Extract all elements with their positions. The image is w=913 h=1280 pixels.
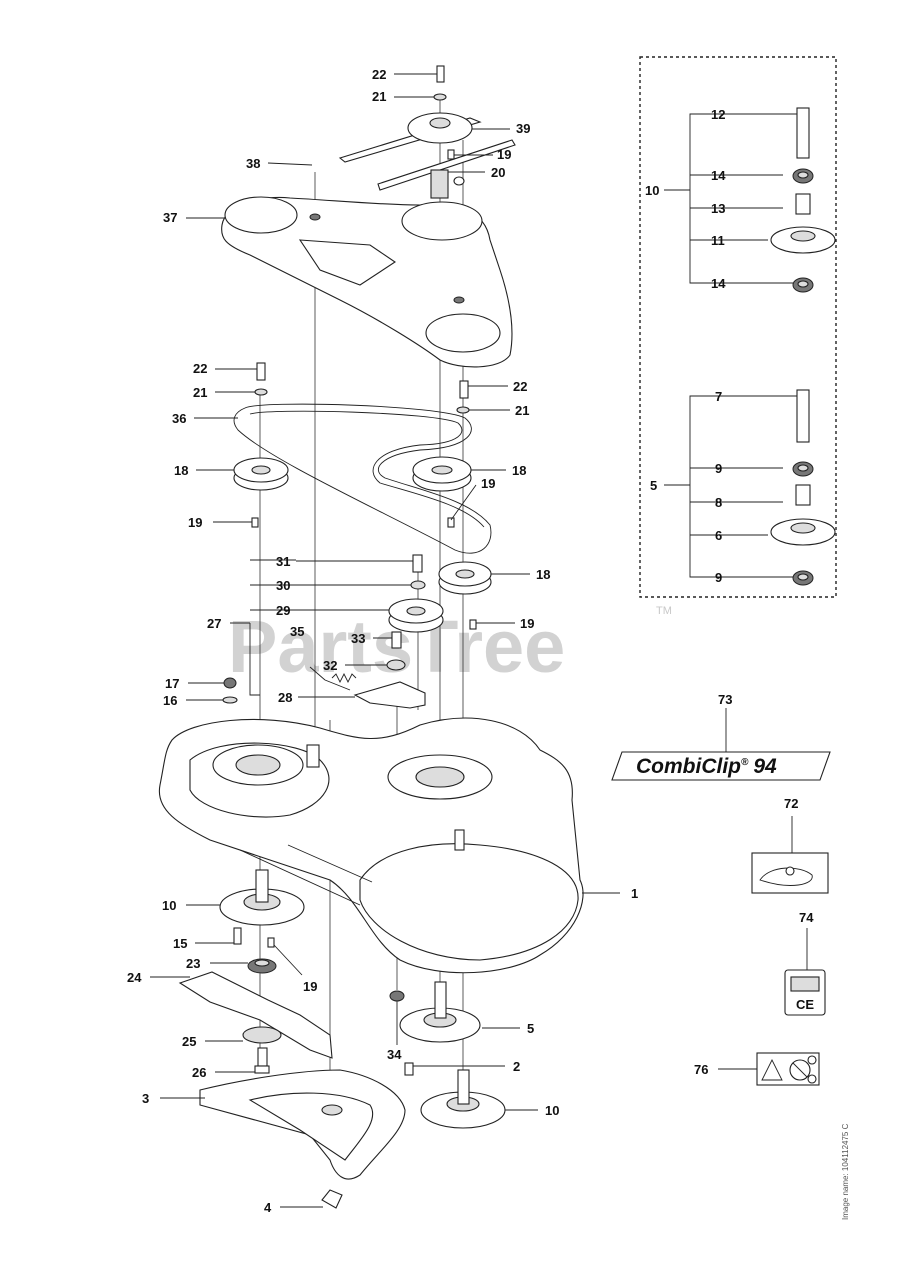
callout-29: 29	[276, 603, 290, 618]
callout-18: 18	[512, 463, 526, 478]
callout-16: 16	[163, 693, 177, 708]
callout-19: 19	[497, 147, 511, 162]
spindle-kit-10	[664, 107, 836, 293]
callout-36: 36	[172, 411, 186, 426]
callout-18: 18	[174, 463, 188, 478]
image-id: Image name: 104112475 C	[841, 1123, 850, 1220]
callout-5: 5	[650, 478, 657, 493]
top-pulley-assembly	[338, 65, 516, 199]
decal-reg: ®	[741, 757, 749, 768]
callout-72: 72	[784, 796, 798, 811]
callout-25: 25	[182, 1034, 196, 1049]
callout-35: 35	[290, 624, 304, 639]
callout-4: 4	[264, 1200, 272, 1215]
callout-32: 32	[323, 658, 337, 673]
callout-2: 2	[513, 1059, 520, 1074]
decal-warning	[756, 1052, 820, 1086]
callout-39: 39	[516, 121, 530, 136]
belt-cover	[221, 196, 513, 368]
callout-27: 27	[207, 616, 221, 631]
mower-deck	[158, 717, 584, 974]
callout-20: 20	[491, 165, 505, 180]
callout-73: 73	[718, 692, 732, 707]
spindle-kit-5	[664, 389, 836, 586]
callout-19: 19	[303, 979, 317, 994]
callout-9: 9	[715, 570, 722, 585]
callout-labels: 22 21 39 38 19 20 37 22 21 22 21 36 18 1…	[127, 67, 814, 1215]
callout-10: 10	[162, 898, 176, 913]
callout-14: 14	[711, 168, 726, 183]
callout-26: 26	[192, 1065, 206, 1080]
callout-12: 12	[711, 107, 725, 122]
callout-10: 10	[645, 183, 659, 198]
callout-22: 22	[372, 67, 386, 82]
callout-1: 1	[631, 886, 638, 901]
decal-number: 94	[753, 755, 777, 778]
callout-28: 28	[278, 690, 292, 705]
leader-lines	[150, 73, 757, 1208]
nut-and-washer	[222, 677, 238, 704]
callout-74: 74	[799, 910, 814, 925]
callout-3: 3	[142, 1091, 149, 1106]
callout-8: 8	[715, 495, 722, 510]
decal-belt-routing	[751, 816, 829, 894]
callout-14: 14	[711, 276, 726, 291]
callout-22: 22	[193, 361, 207, 376]
callout-15: 15	[173, 936, 187, 951]
callout-38: 38	[246, 156, 260, 171]
callout-37: 37	[163, 210, 177, 225]
decal-manual-ce: CE	[784, 928, 826, 1016]
callout-5: 5	[527, 1021, 534, 1036]
left-spindle-assembly	[178, 869, 333, 1074]
right-spindle-assemblies	[389, 981, 506, 1129]
callout-30: 30	[276, 578, 290, 593]
callout-24: 24	[127, 970, 142, 985]
callout-33: 33	[351, 631, 365, 646]
callout-6: 6	[715, 528, 722, 543]
callout-76: 76	[694, 1062, 708, 1077]
callout-22: 22	[513, 379, 527, 394]
callout-10: 10	[545, 1103, 559, 1118]
callout-31: 31	[276, 554, 290, 569]
ce-mark: CE	[796, 997, 814, 1012]
callout-21: 21	[193, 385, 207, 400]
decal-combiclip: CombiClip® 94	[611, 708, 831, 781]
idler-pulleys	[233, 456, 492, 630]
callout-11: 11	[711, 233, 725, 248]
watermark-tm: TM	[656, 605, 672, 617]
deflector-assembly	[199, 1069, 406, 1209]
callout-19: 19	[188, 515, 202, 530]
callout-7: 7	[715, 389, 722, 404]
v-belt	[233, 403, 492, 554]
callout-18: 18	[536, 567, 550, 582]
svg-text:CombiClip®94: CombiClip® 94	[636, 755, 777, 778]
callout-19: 19	[520, 616, 534, 631]
callout-21: 21	[372, 89, 386, 104]
callout-21: 21	[515, 403, 529, 418]
callout-19: 19	[481, 476, 495, 491]
callout-9: 9	[715, 461, 722, 476]
kit-box	[639, 56, 837, 598]
decal-text: CombiClip	[636, 755, 741, 778]
callout-34: 34	[387, 1047, 402, 1062]
callout-23: 23	[186, 956, 200, 971]
callout-13: 13	[711, 201, 725, 216]
callout-17: 17	[165, 676, 179, 691]
